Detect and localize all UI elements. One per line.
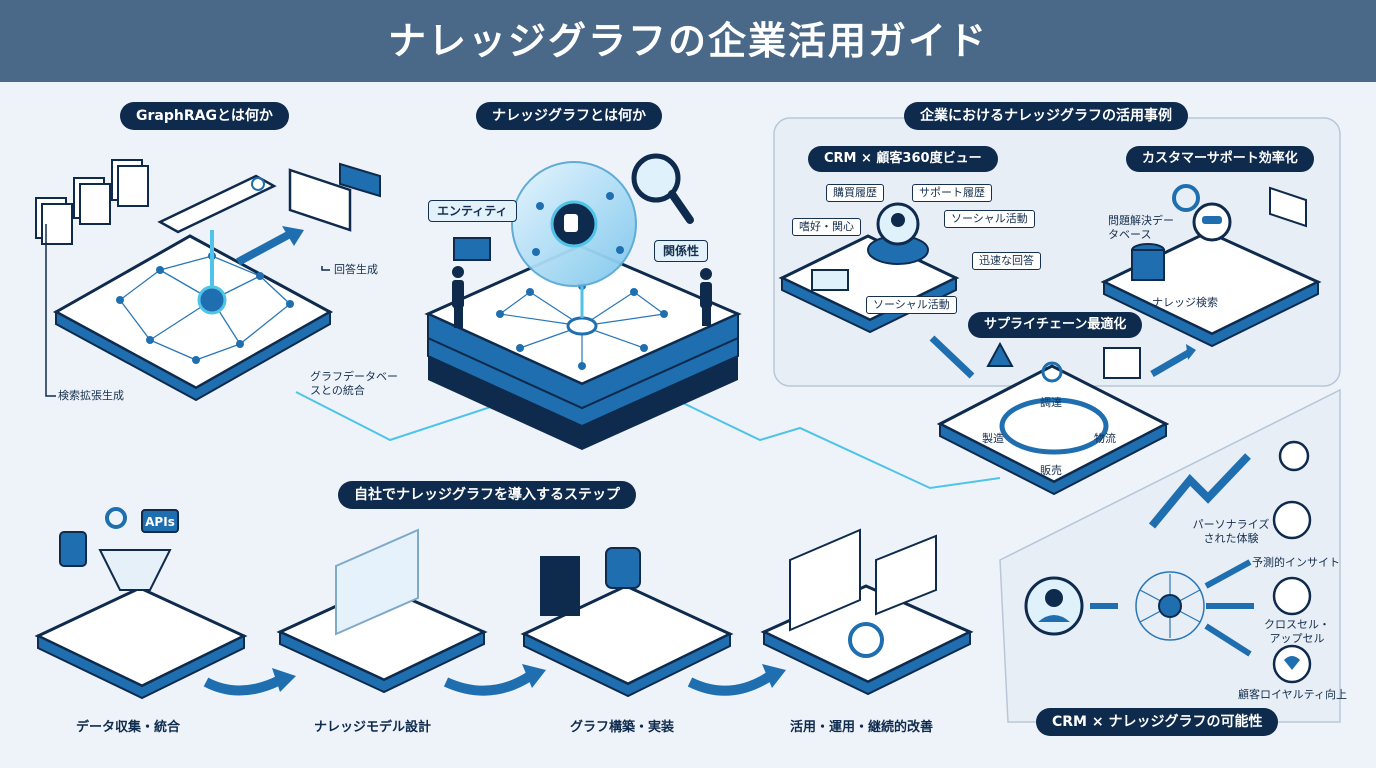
step2-platform	[276, 528, 488, 694]
graphrag-heading: GraphRAGとは何か	[120, 102, 289, 130]
apis-badge	[141, 509, 179, 533]
support-tag: ナレッジ検索	[1152, 296, 1218, 309]
magnifier-icon	[631, 153, 694, 224]
tablet-icon	[453, 237, 491, 261]
integration-label: グラフデータベースとの統合	[310, 370, 398, 397]
header-bar: ナレッジグラフの企業活用ガイド	[0, 0, 1376, 82]
document-stack-icon	[35, 159, 149, 245]
outcome-label: 顧客ロイヤルティ向上	[1238, 688, 1348, 701]
supply-tag: 販売	[1040, 464, 1062, 477]
crm-tag: 迅速な回答	[972, 252, 1041, 270]
entity-label: エンティティ	[428, 200, 517, 222]
support-heading: カスタマーサポート効率化	[1126, 146, 1314, 172]
crm-tag: 嗜好・関心	[792, 218, 861, 236]
chart-icon	[1272, 500, 1312, 540]
support-tag: 問題解決データベース	[1108, 214, 1174, 241]
potential-panel	[999, 388, 1341, 723]
circuit-line	[295, 390, 1001, 490]
knowledge-sphere	[511, 161, 637, 287]
gear-icon	[105, 507, 127, 529]
supply-tag: 調達	[1040, 396, 1062, 409]
apis-text: APIs	[145, 515, 175, 529]
outcome-label: 予測的インサイト	[1252, 556, 1340, 569]
answer-label: 回答生成	[334, 263, 378, 276]
supplychain-platform	[936, 341, 1170, 496]
crm-tag: ソーシャル活動	[944, 210, 1035, 228]
kg-platform	[424, 244, 742, 450]
supply-tag: 製造	[982, 432, 1004, 445]
step-label: ナレッジモデル設計	[314, 720, 432, 735]
support-platform	[1100, 184, 1322, 348]
steps-heading: 自社でナレッジグラフを導入するステップ	[338, 481, 636, 509]
chat-bubble-icon	[288, 162, 381, 232]
potential-heading: CRM × ナレッジグラフの可能性	[1036, 708, 1279, 736]
step-arrow	[203, 671, 773, 696]
crm-tag: サポート履歴	[912, 184, 992, 202]
outcome-label: パーソナライズされた体験	[1192, 518, 1270, 545]
kg-heading: ナレッジグラフとは何か	[476, 102, 662, 130]
outcome-label: クロスセル・アップセル	[1264, 618, 1330, 645]
flow-arrow	[929, 335, 975, 379]
step4-platform	[760, 528, 974, 696]
growth-arrow	[1148, 453, 1251, 529]
retrieval-label: 検索拡張生成	[58, 389, 124, 402]
cross-sell-icon	[1272, 576, 1312, 616]
answer-arrow	[236, 230, 292, 266]
crm-tag: 購買履歴	[826, 184, 884, 202]
page-title: ナレッジグラフの企業活用ガイド	[387, 19, 988, 63]
step-label: グラフ構築・実装	[570, 720, 675, 735]
person-icon	[452, 266, 712, 328]
usecases-heading: 企業におけるナレッジグラフの活用事例	[904, 102, 1188, 130]
flow-arrow	[1150, 348, 1192, 378]
crm360-heading: CRM × 顧客360度ビュー	[808, 146, 998, 172]
relation-label: 関係性	[654, 240, 709, 262]
step-label: 活用・運用・継続的改善	[790, 720, 934, 735]
crm-tag: ソーシャル活動	[866, 296, 957, 314]
lightbulb-icon	[1278, 440, 1310, 472]
potential-diagram	[1024, 440, 1312, 684]
step-label: データ収集・統合	[76, 720, 181, 735]
supply-tag: 物流	[1094, 432, 1116, 445]
graphrag-platform	[52, 230, 334, 402]
gear-icon	[1172, 184, 1200, 212]
step3-platform	[520, 547, 734, 698]
supply-heading: サプライチェーン最適化	[968, 312, 1143, 338]
search-bar-icon	[157, 174, 277, 234]
step1-platform: APIs	[34, 507, 248, 700]
warning-icon	[986, 341, 1014, 367]
